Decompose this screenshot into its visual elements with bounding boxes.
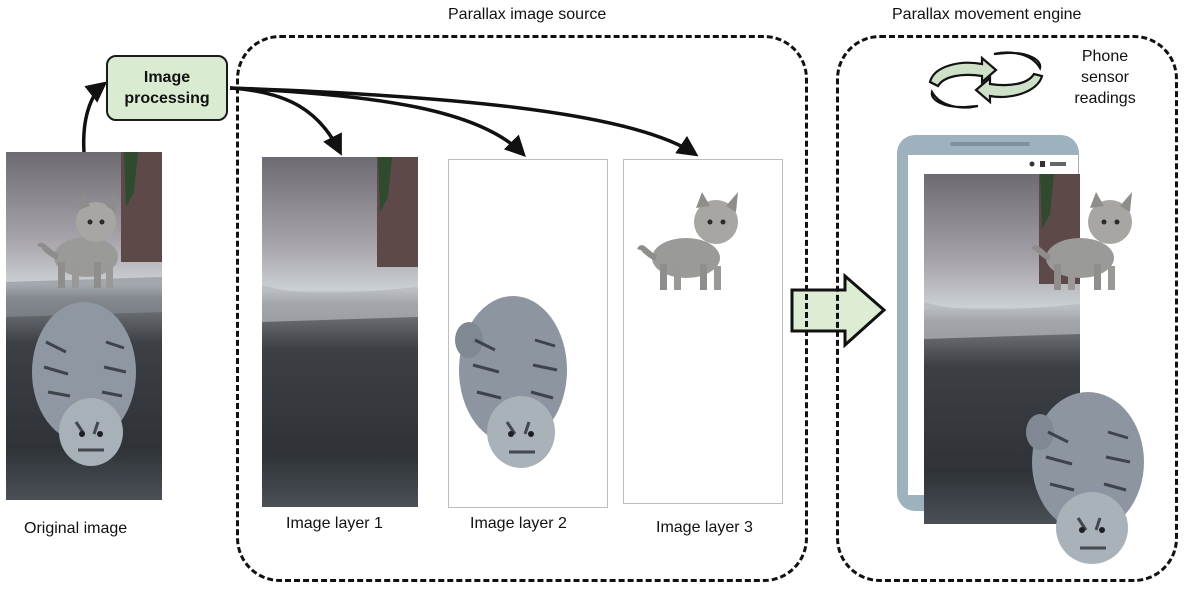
parallax-movement-engine-title: Parallax movement engine [892, 6, 1082, 23]
image-layer-3-label: Image layer 3 [656, 519, 753, 536]
arrow-to-processing [81, 81, 108, 153]
image-layer-3-frame [623, 159, 783, 504]
tiger-layer-figure [455, 296, 567, 468]
parallax-movement-engine-group [836, 35, 1178, 582]
original-image [6, 152, 162, 500]
tiger-reflection-figure [32, 302, 136, 466]
phone-sensor-readings-label: Phone sensor readings [1074, 48, 1136, 107]
parallax-image-source-title: Parallax image source [448, 6, 607, 23]
original-image-label: Original image [24, 520, 128, 537]
tiger-overlay-figure [1026, 392, 1144, 564]
image-layer-1-label: Image layer 1 [286, 515, 383, 532]
parallax-image-source-group [236, 35, 808, 582]
image-layer-1-image [262, 157, 418, 507]
kitten-overlay-figure [1031, 192, 1132, 290]
rotate-arrows-icon [928, 51, 1044, 109]
arrow-to-layer-3 [229, 86, 699, 157]
image-layer-2-frame [448, 159, 608, 508]
image-layer-2-label: Image layer 2 [470, 515, 567, 532]
kitten-layer-figure [637, 192, 738, 290]
kitten-figure [37, 194, 118, 288]
image-processing-box: Image processing [106, 55, 228, 121]
